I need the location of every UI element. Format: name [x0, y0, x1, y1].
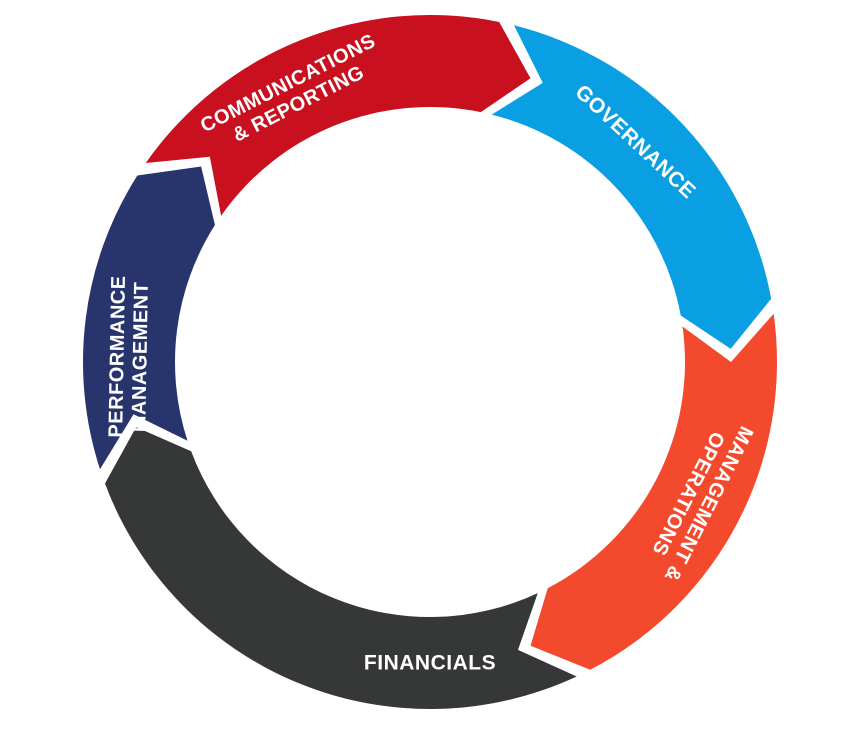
governance-arrow [491, 25, 772, 349]
performance-management-arrow [82, 166, 215, 470]
financials-label: FINANCIALS [364, 652, 496, 675]
performance-management-label-line-1: PERFORMANCE [105, 275, 130, 438]
performance-management-label-line-2: MANAGEMENT [128, 281, 153, 432]
financials-label-line-1: FINANCIALS [364, 652, 496, 675]
communications-reporting-arrow [145, 15, 531, 216]
management-operations-arrow [530, 313, 777, 670]
financials-arrow [104, 427, 577, 710]
